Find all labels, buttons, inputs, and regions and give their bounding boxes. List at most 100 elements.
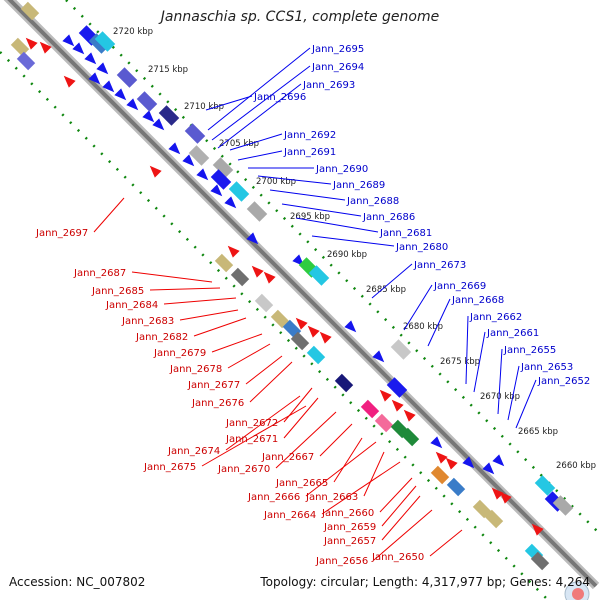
gene-label-plus[interactable]: Jann_2680: [395, 242, 448, 253]
gene-label-plus[interactable]: Jann_2694: [311, 62, 364, 73]
gene-block: [360, 399, 380, 419]
gene-arrow: [114, 88, 127, 101]
gene-block: [20, 1, 40, 21]
gene-labels-plus[interactable]: Jann_2695Jann_2694Jann_2693Jann_2696Jann…: [253, 44, 590, 387]
gene-label-plus[interactable]: Jann_2693: [302, 80, 355, 91]
gene-label-plus[interactable]: Jann_2688: [346, 196, 399, 207]
leader-line-plus: [497, 348, 503, 415]
gene-label-minus[interactable]: Jann_2663: [305, 492, 358, 503]
leader-line-minus: [363, 451, 385, 497]
gene-label-minus[interactable]: Jann_2666: [247, 492, 300, 503]
gene-block: [214, 253, 234, 273]
gene-label-plus[interactable]: Jann_2689: [332, 180, 385, 191]
leader-line-plus: [427, 298, 451, 347]
gene-label-minus[interactable]: Jann_2664: [263, 510, 316, 521]
gene-labels-minus[interactable]: Jann_2697Jann_2687Jann_2685Jann_2684Jann…: [35, 228, 424, 567]
gene-block: [254, 293, 274, 313]
gene-arrow: [72, 42, 85, 55]
leader-line-plus: [237, 150, 283, 161]
gene-label-plus[interactable]: Jann_2661: [486, 328, 539, 339]
gene-label-minus[interactable]: Jann_2671: [225, 434, 278, 445]
gene-block: [386, 377, 408, 398]
leader-line-minus: [283, 397, 319, 439]
gene-label-plus[interactable]: Jann_2692: [283, 130, 336, 141]
gene-label-minus[interactable]: Jann_2672: [225, 418, 278, 429]
gene-arrow: [152, 118, 165, 131]
gene-label-minus[interactable]: Jann_2675: [143, 462, 196, 473]
gene-label-minus[interactable]: Jann_2682: [135, 332, 188, 343]
gene-arrow: [210, 184, 223, 197]
gene-label-plus[interactable]: Jann_2695: [311, 44, 364, 55]
gene-block: [94, 31, 116, 52]
gene-arrow: [430, 436, 443, 449]
gene-label-minus[interactable]: Jann_2670: [217, 464, 270, 475]
gene-label-plus[interactable]: Jann_2655: [503, 345, 556, 356]
leader-line-plus: [403, 284, 433, 331]
leader-line-plus: [473, 331, 486, 393]
gene-block: [400, 427, 420, 447]
gene-label-minus[interactable]: Jann_2687: [73, 268, 126, 279]
gene-label-plus[interactable]: Jann_2653: [520, 362, 573, 373]
leader-line-minus: [227, 343, 271, 369]
gene-arrow: [25, 37, 38, 50]
gene-label-plus[interactable]: Jann_2668: [451, 295, 504, 306]
gene-label-plus[interactable]: Jann_2696: [253, 92, 306, 103]
gene-label-minus[interactable]: Jann_2674: [167, 446, 220, 457]
gene-arrow: [39, 41, 52, 54]
gene-arrow: [307, 325, 320, 338]
gene-label-plus[interactable]: Jann_2681: [379, 228, 432, 239]
leader-line-minus: [333, 437, 363, 483]
gene-label-minus[interactable]: Jann_2697: [35, 228, 88, 239]
gene-label-minus[interactable]: Jann_2678: [169, 364, 222, 375]
gene-block: [530, 551, 550, 571]
gene-label-plus[interactable]: Jann_2686: [362, 212, 415, 223]
gene-arrow: [224, 196, 237, 209]
gene-label-minus[interactable]: Jann_2657: [323, 536, 376, 547]
gene-arrow: [499, 491, 512, 504]
gene-block: [446, 477, 466, 497]
gene-arrow: [391, 399, 404, 412]
gene-arrow: [246, 232, 259, 245]
gene-label-minus[interactable]: Jann_2677: [187, 380, 240, 391]
gene-label-minus[interactable]: Jann_2683: [121, 316, 174, 327]
gene-arrow: [295, 317, 308, 330]
kbp-tick-label: 2660 kbp: [556, 461, 596, 471]
gene-arrow: [168, 142, 181, 155]
gene-arrow: [63, 75, 76, 88]
gene-block: [334, 373, 354, 393]
gene-block: [184, 123, 206, 144]
map-title: Jannaschia sp. CCS1, complete genome: [160, 9, 440, 25]
gene-label-plus[interactable]: Jann_2691: [283, 147, 336, 158]
gene-label-minus[interactable]: Jann_2679: [153, 348, 206, 359]
gene-block: [306, 345, 326, 365]
gene-label-minus[interactable]: Jann_2660: [321, 508, 374, 519]
gene-block: [246, 201, 268, 222]
gene-label-plus[interactable]: Jann_2669: [433, 281, 486, 292]
leader-line-plus: [205, 95, 253, 111]
gene-label-minus[interactable]: Jann_2659: [323, 522, 376, 533]
gene-block: [158, 105, 180, 126]
leader-line-minus: [225, 395, 301, 451]
gene-block: [212, 157, 234, 178]
leader-line-minus: [201, 405, 307, 467]
gene-label-minus[interactable]: Jann_2650: [371, 552, 424, 563]
leader-line-plus: [515, 379, 537, 429]
leader-line-minus: [379, 477, 413, 513]
gene-label-plus[interactable]: Jann_2662: [469, 312, 522, 323]
gene-label-plus[interactable]: Jann_2652: [537, 376, 590, 387]
gene-label-minus[interactable]: Jann_2667: [261, 452, 314, 463]
gene-label-minus[interactable]: Jann_2665: [275, 478, 328, 489]
gene-arrow: [445, 457, 458, 470]
gene-label-minus[interactable]: Jann_2684: [105, 300, 158, 311]
leader-line-plus: [465, 315, 469, 385]
leader-line-minus: [381, 485, 417, 527]
kbp-tick-label: 2715 kbp: [148, 65, 188, 75]
gene-arrow: [319, 331, 332, 344]
gene-block: [430, 465, 450, 485]
gene-label-minus[interactable]: Jann_2676: [191, 398, 244, 409]
gene-label-minus[interactable]: Jann_2656: [315, 556, 368, 567]
leader-line-plus: [269, 189, 346, 201]
gene-label-plus[interactable]: Jann_2673: [413, 260, 466, 271]
gene-label-plus[interactable]: Jann_2690: [315, 164, 368, 175]
gene-label-minus[interactable]: Jann_2685: [91, 286, 144, 297]
